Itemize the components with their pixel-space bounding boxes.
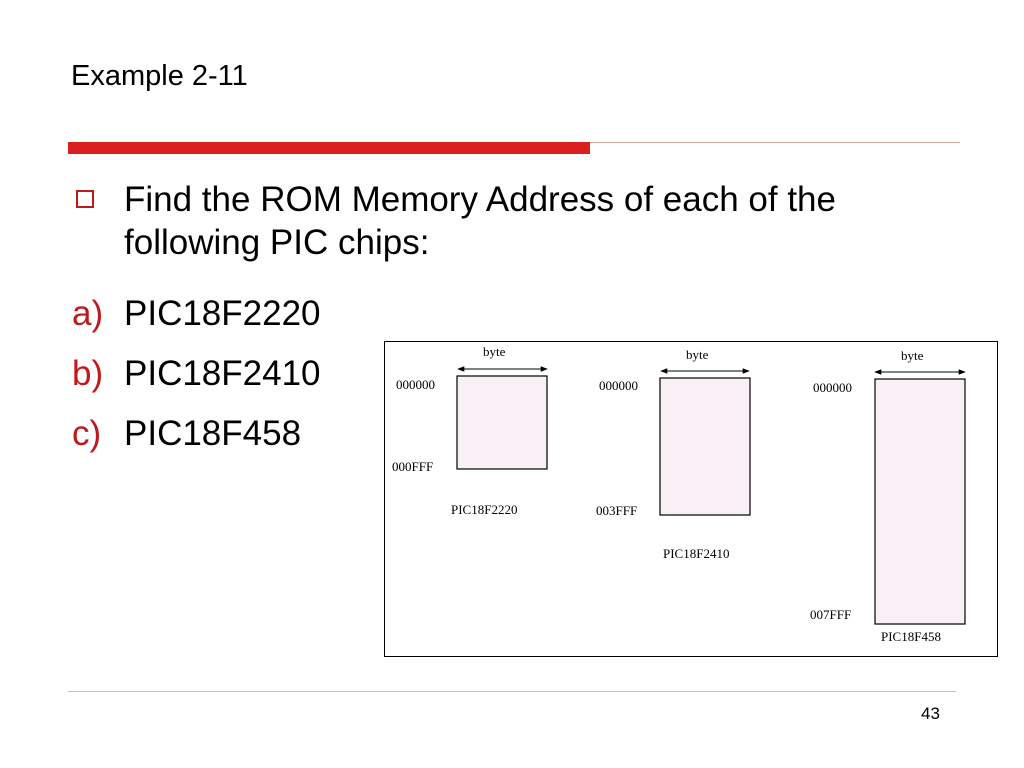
list-item-text: PIC18F2220: [124, 294, 321, 333]
title-underline-thin: [590, 142, 960, 143]
list-item-text: PIC18F458: [124, 414, 302, 453]
list-item: c) PIC18F458: [72, 412, 301, 455]
chip-map-pic18f2220: byte 000000 000FFF PIC18F2220: [392, 344, 548, 517]
bullet-point: Find the ROM Memory Address of each of t…: [76, 178, 956, 264]
chip-map-pic18f2410: byte 000000 003FFF PIC18F2410: [596, 347, 751, 561]
start-address: 000000: [396, 377, 435, 392]
chip-map-pic18f458: byte 000000 007FFF PIC18F458: [810, 348, 966, 644]
chip-name: PIC18F2410: [663, 546, 729, 561]
slide-title: Example 2-11: [71, 60, 248, 92]
byte-label: byte: [686, 347, 709, 362]
start-address: 000000: [599, 378, 638, 393]
list-item: a) PIC18F2220: [72, 292, 321, 335]
byte-label: byte: [901, 348, 924, 363]
bullet-text: Find the ROM Memory Address of each of t…: [124, 180, 836, 262]
end-address: 003FFF: [596, 503, 637, 518]
square-bullet-icon: [76, 190, 94, 208]
list-marker: a): [72, 294, 104, 333]
rom-memory-diagram: byte 000000 000FFF PIC18F2220 byte 00000…: [384, 341, 998, 657]
footer-divider: [68, 691, 956, 692]
list-item-text: PIC18F2410: [124, 354, 321, 393]
start-address: 000000: [813, 380, 852, 395]
end-address: 000FFF: [392, 459, 433, 474]
chip-name: PIC18F458: [881, 629, 941, 644]
page-number: 43: [921, 704, 940, 723]
list-marker: b): [72, 354, 104, 393]
list-item: b) PIC18F2410: [72, 352, 321, 395]
memory-block: [456, 375, 548, 470]
byte-label: byte: [483, 344, 506, 359]
memory-map-svg: byte 000000 000FFF PIC18F2220 byte 00000…: [392, 344, 966, 644]
memory-block: [659, 377, 751, 516]
memory-block: [874, 378, 966, 625]
list-marker: c): [72, 414, 102, 453]
chip-name: PIC18F2220: [451, 502, 517, 517]
end-address: 007FFF: [810, 607, 851, 622]
title-underline-accent: [68, 142, 590, 154]
